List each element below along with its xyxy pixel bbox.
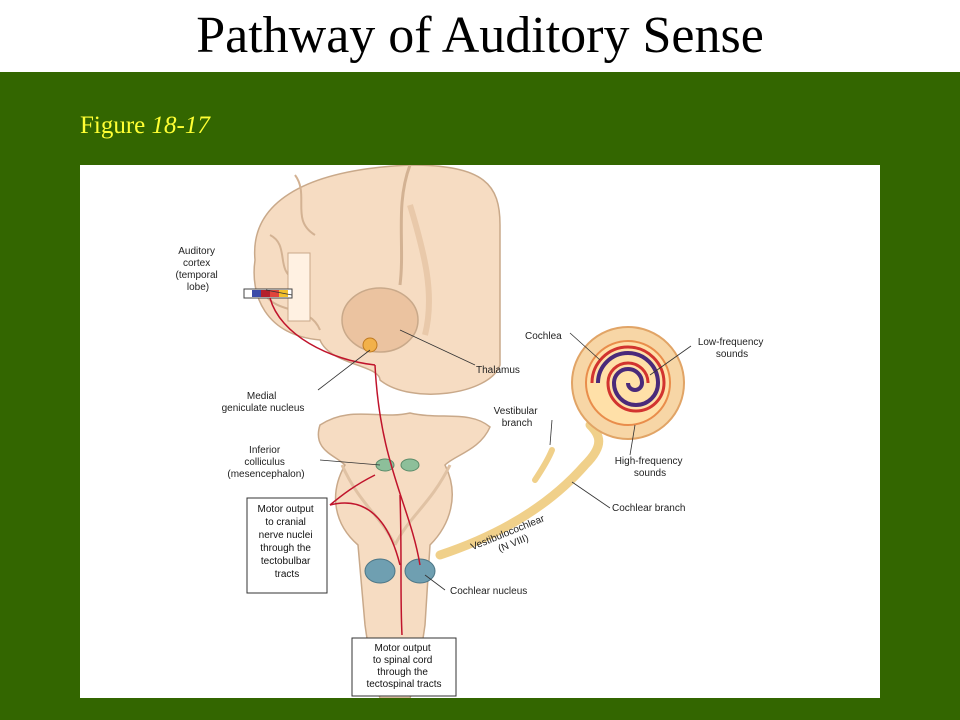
figure-panel: Auditory cortex (temporal lobe) Medial g… — [80, 165, 880, 698]
vestibular-branch-shape — [532, 447, 555, 483]
figure-number: 18-17 — [151, 112, 210, 139]
label-cochlear-branch: Cochlear branch — [612, 503, 685, 514]
label-cochlea: Cochlea — [525, 331, 562, 342]
label-auditory-cortex: Auditory cortex (temporal lobe) — [175, 246, 220, 293]
label-motor-cranial: Motor output to cranial nerve nuclei thr… — [258, 504, 317, 580]
title-bar: Pathway of Auditory Sense — [0, 0, 960, 72]
auditory-pathway-lines — [269, 297, 421, 636]
label-motor-spinal: Motor output to spinal cord through the … — [366, 643, 441, 690]
label-vestibular-branch: Vestibular branch — [494, 406, 541, 429]
inferior-colliculus-right — [400, 458, 420, 472]
cerebrum-section — [253, 165, 501, 395]
label-cochlear-nucleus: Cochlear nucleus — [450, 586, 527, 597]
slide-title: Pathway of Auditory Sense — [196, 7, 764, 64]
thalamus-shape — [341, 287, 419, 353]
cochlea-group — [435, 326, 685, 560]
label-high-frequency: High-frequency sounds — [615, 456, 686, 479]
auditory-pathway-diagram: Auditory cortex (temporal lobe) Medial g… — [175, 165, 766, 698]
figure-word: Figure — [80, 112, 146, 139]
label-medial-geniculate: Medial geniculate nucleus — [222, 391, 305, 414]
label-inferior-colliculus: Inferior colliculus (mesencephalon) — [227, 445, 304, 480]
cochlear-nerve — [435, 420, 604, 560]
figure-caption: Figure 18-17 — [80, 112, 210, 140]
motor-spinal-box — [351, 637, 457, 697]
leader-lines — [265, 289, 692, 591]
label-low-frequency: Low-frequency sounds — [698, 337, 766, 360]
label-thalamus: Thalamus — [476, 365, 520, 376]
brainstem — [317, 412, 491, 698]
medial-geniculate-shape — [362, 337, 378, 353]
motor-cranial-box — [246, 497, 328, 594]
cochlear-nucleus-left — [364, 558, 396, 584]
